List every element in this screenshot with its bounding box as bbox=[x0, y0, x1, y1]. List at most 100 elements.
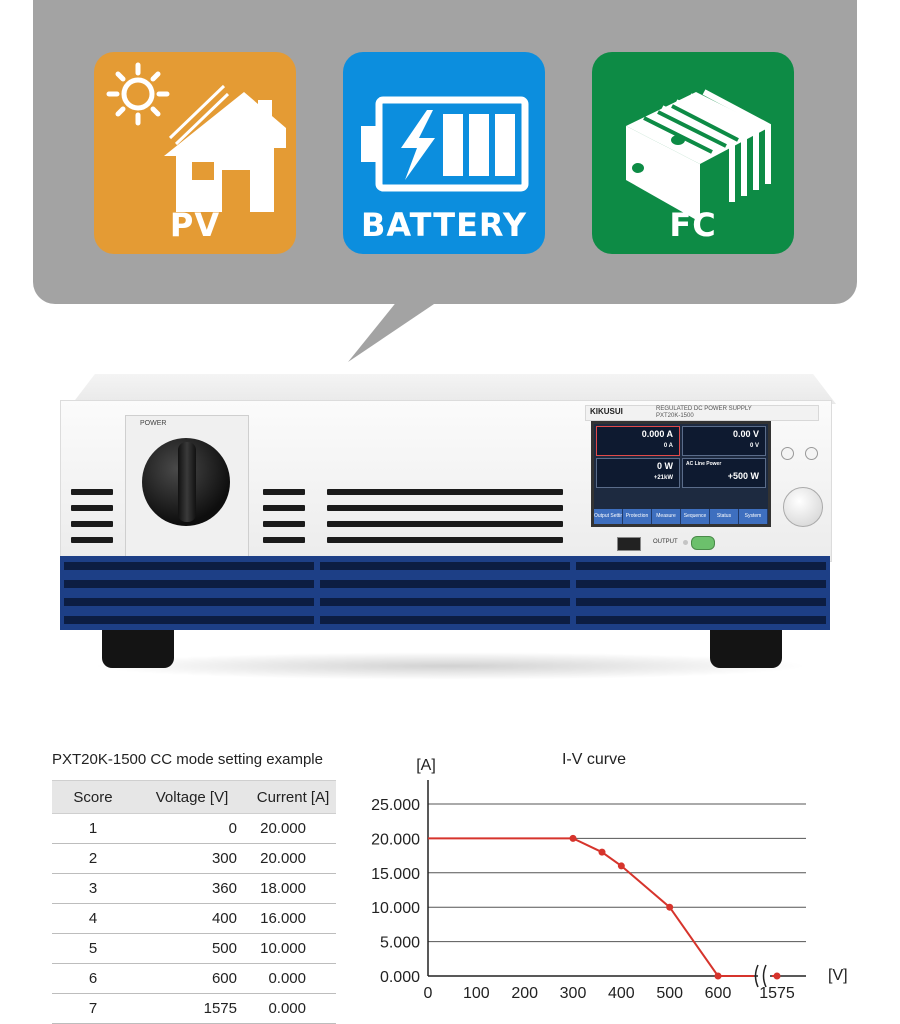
power-label: POWER bbox=[140, 420, 167, 427]
device-shadow bbox=[90, 652, 810, 680]
x-tick-label: 400 bbox=[608, 985, 635, 1002]
cell-voltage: 0 bbox=[134, 813, 249, 844]
usb-port[interactable] bbox=[617, 537, 641, 551]
cell-current: 16.000 bbox=[249, 903, 336, 934]
vent-slot bbox=[327, 521, 563, 527]
table-row: 3 360 18.000 bbox=[52, 873, 336, 904]
cell-voltage: 300 bbox=[134, 843, 249, 874]
base-slot bbox=[576, 580, 826, 588]
vent-slot bbox=[71, 537, 113, 543]
cell-score: 5 bbox=[52, 933, 134, 964]
lcd-ac-title: AC Line Power bbox=[686, 461, 722, 467]
lcd-voltage-cell[interactable]: 0.00 V 0 V bbox=[682, 426, 766, 456]
x-tick-label: 1575 bbox=[759, 985, 795, 1002]
table-row: 2 300 20.000 bbox=[52, 843, 336, 874]
x-tick-label: 500 bbox=[656, 985, 683, 1002]
base-slot bbox=[64, 616, 314, 624]
base-slot bbox=[64, 598, 314, 606]
lcd-tab-bar: Output Setting Protection Measure Sequen… bbox=[594, 509, 768, 524]
cell-score: 3 bbox=[52, 873, 134, 904]
axis-break-mark bbox=[762, 964, 767, 988]
header-voltage: Voltage [V] bbox=[134, 780, 249, 814]
table-row: 4 400 16.000 bbox=[52, 903, 336, 934]
chart-title: I-V curve bbox=[562, 751, 626, 768]
table-row: 1 0 20.000 bbox=[52, 813, 336, 844]
data-point bbox=[569, 834, 577, 842]
x-tick-label: 300 bbox=[560, 985, 587, 1002]
model-name: PXT20K-1500 bbox=[656, 413, 694, 419]
table-row: 5 500 10.000 bbox=[52, 933, 336, 964]
lcd-tab-sequence[interactable]: Sequence bbox=[681, 509, 710, 524]
cell-current: 18.000 bbox=[249, 873, 336, 904]
header-current: Current [A] bbox=[249, 780, 336, 814]
vent-slot bbox=[71, 489, 113, 495]
lcd-tab-protection[interactable]: Protection bbox=[623, 509, 652, 524]
right-arrow-button[interactable] bbox=[805, 447, 818, 460]
x-tick-label: 100 bbox=[463, 985, 490, 1002]
brand-bar: KIKUSUI REGULATED DC POWER SUPPLY PXT20K… bbox=[585, 405, 819, 421]
vent-slot bbox=[327, 505, 563, 511]
lcd-tab-system[interactable]: System bbox=[739, 509, 768, 524]
cell-score: 4 bbox=[52, 903, 134, 934]
bubble-tail bbox=[348, 300, 440, 362]
cell-current: 20.000 bbox=[249, 813, 336, 844]
cell-score: 6 bbox=[52, 963, 134, 994]
cell-voltage: 360 bbox=[134, 873, 249, 904]
cell-current: 20.000 bbox=[249, 843, 336, 874]
base-slot bbox=[64, 580, 314, 588]
left-arrow-button[interactable] bbox=[781, 447, 794, 460]
brand-logo: KIKUSUI bbox=[590, 407, 623, 416]
lcd-power-cell[interactable]: 0 W +21kW bbox=[596, 458, 680, 488]
cell-voltage: 600 bbox=[134, 963, 249, 994]
cell-voltage: 500 bbox=[134, 933, 249, 964]
vent-slot bbox=[327, 489, 563, 495]
power-switch-knob[interactable] bbox=[142, 438, 230, 526]
base-slot bbox=[576, 598, 826, 606]
tile-battery[interactable]: BATTERY bbox=[343, 52, 545, 254]
output-button[interactable] bbox=[691, 536, 715, 550]
tile-fc[interactable]: FC bbox=[592, 52, 794, 254]
vent-slot bbox=[263, 537, 305, 543]
solar-house-icon bbox=[106, 62, 286, 212]
lcd-power-set: +21kW bbox=[653, 475, 673, 481]
lcd-tab-measure[interactable]: Measure bbox=[652, 509, 681, 524]
fuel-cell-stack-icon bbox=[626, 89, 771, 222]
cell-score: 2 bbox=[52, 843, 134, 874]
data-point bbox=[714, 972, 722, 980]
vent-slot bbox=[263, 521, 305, 527]
lcd-voltage-set: 0 V bbox=[749, 443, 759, 449]
y-tick-label: 20.000 bbox=[371, 831, 420, 848]
iv-curve-chart: I-V curve [A] [V] 0.0005.00010.00015.000… bbox=[371, 751, 848, 1002]
device-foot bbox=[710, 630, 782, 668]
axis-break-mark bbox=[754, 964, 759, 988]
y-axis-label: [A] bbox=[416, 757, 436, 774]
lcd-current-cell[interactable]: 0.000 A 0 A bbox=[596, 426, 680, 456]
brand-model: REGULATED DC POWER SUPPLY PXT20K-1500 bbox=[656, 406, 752, 420]
lcd-screen[interactable]: 0.000 A 0 A 0.00 V 0 V 0 W +21kW AC Line… bbox=[591, 421, 771, 527]
tile-label: BATTERY bbox=[361, 206, 527, 244]
header-score: Score bbox=[52, 780, 134, 814]
cell-voltage: 400 bbox=[134, 903, 249, 934]
lcd-tab-output-setting[interactable]: Output Setting bbox=[594, 509, 623, 524]
tile-pv[interactable]: PV bbox=[94, 52, 296, 254]
lcd-ac-cell[interactable]: AC Line Power +500 W bbox=[682, 458, 766, 488]
y-tick-label: 10.000 bbox=[371, 900, 420, 917]
device-top-cover bbox=[72, 374, 836, 404]
cell-current: 0.000 bbox=[249, 993, 336, 1024]
data-point bbox=[666, 903, 674, 911]
power-supply-device: POWER KIKUSUI REGULATED DC POWER SUPPLY … bbox=[0, 360, 900, 690]
table-caption: PXT20K-1500 CC mode setting example bbox=[52, 751, 323, 768]
cell-voltage: 1575 bbox=[134, 993, 249, 1024]
lcd-current-set: 0 A bbox=[663, 443, 673, 449]
table-row: 6 600 0.000 bbox=[52, 963, 336, 994]
y-tick-label: 0.000 bbox=[380, 969, 420, 986]
table-header-row: Score Voltage [V] Current [A] bbox=[52, 780, 336, 814]
y-tick-label: 5.000 bbox=[380, 935, 420, 952]
x-axis-label: [V] bbox=[828, 967, 848, 984]
power-switch-panel: POWER bbox=[125, 415, 249, 557]
lcd-tab-status[interactable]: Status bbox=[710, 509, 739, 524]
lcd-ac-value: +500 W bbox=[727, 471, 759, 481]
rotary-encoder-knob[interactable] bbox=[783, 487, 823, 527]
base-slot bbox=[320, 598, 570, 606]
tile-label: FC bbox=[669, 206, 717, 244]
